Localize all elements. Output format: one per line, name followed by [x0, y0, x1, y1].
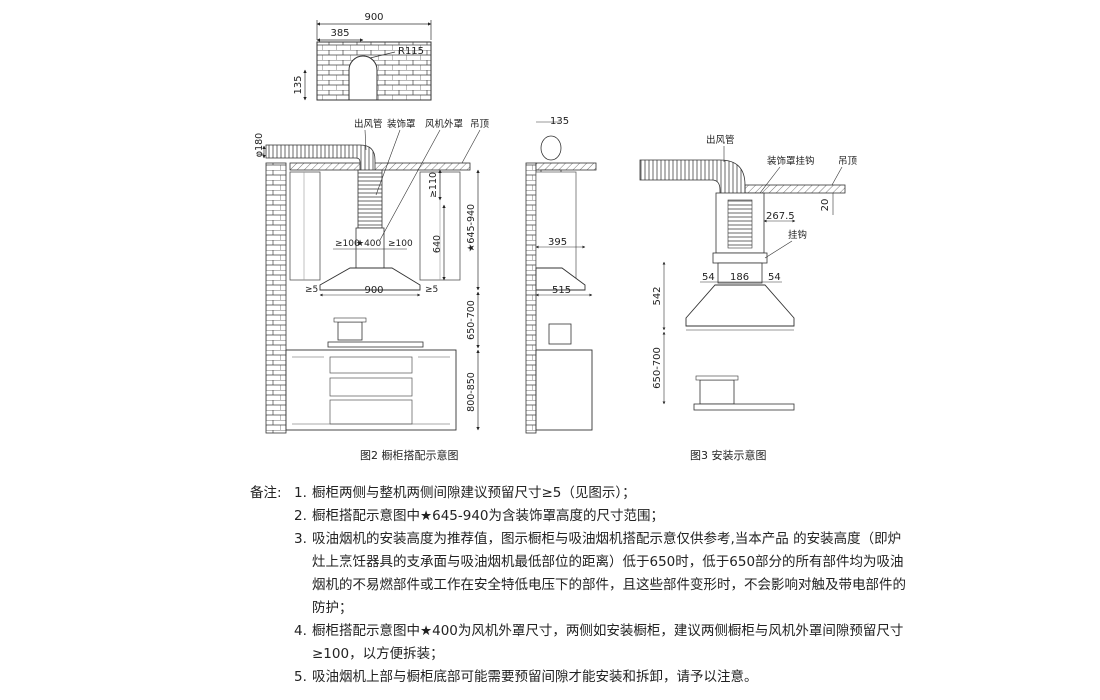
dim-ge110: ≥110 — [428, 172, 439, 198]
note-text: 橱柜两侧与整机两侧间隙建议预留尺寸≥5（见图示）； — [312, 485, 636, 501]
base-cabinet — [285, 349, 457, 431]
upper-cabinet-left — [289, 171, 321, 281]
side-brick-wall — [525, 162, 537, 434]
note-number: 4. — [294, 623, 307, 639]
fig3-label-outlet-pipe: 出风管 — [706, 134, 735, 146]
range-hood — [319, 267, 421, 291]
fan-cover — [355, 227, 385, 269]
note-text: 橱柜搭配示意图中★400为风机外罩尺寸，两侧如安装橱柜，建议两侧橱柜与风机外罩间… — [312, 623, 904, 662]
note-item: 2. 橱柜搭配示意图中★645-940为含装饰罩高度的尺寸范围； — [250, 505, 910, 528]
dim-star400: ★400 — [356, 239, 382, 249]
fig3-range-hood — [685, 284, 795, 327]
wall-cutout-figure: 900 385 R115 135 — [293, 12, 432, 101]
fig3-ceiling — [744, 184, 846, 194]
dim-ge5-right: ≥5 — [425, 285, 438, 295]
dim-395: 395 — [548, 237, 567, 248]
dim-542: 542 — [652, 286, 663, 305]
cabinet-front-view: 出风管 装饰罩 风机外罩 吊顶 φ180 ≥110 ★645-940 640 ≥… — [254, 118, 490, 462]
side-hood — [535, 267, 586, 291]
note-item: 5. 吸油烟机上部与橱柜底部可能需要预留间隙才能安装和拆卸，请予以注意。 — [250, 666, 910, 689]
note-number: 5. — [294, 669, 307, 685]
fig2-caption: 图2 橱柜搭配示意图 — [360, 448, 459, 462]
side-pipe-end — [540, 135, 562, 161]
note-number: 3. — [294, 531, 307, 547]
note-text: 橱柜搭配示意图中★645-940为含装饰罩高度的尺寸范围； — [312, 508, 665, 524]
label-ceiling: 吊顶 — [470, 119, 490, 130]
fig3-label-deco-hook: 装饰罩挂钩 — [767, 155, 815, 167]
label-outlet-pipe: 出风管 — [354, 118, 383, 130]
dim-385: 385 — [330, 28, 349, 39]
dim-515: 515 — [552, 285, 571, 296]
fig3-label-ceiling: 吊顶 — [838, 156, 858, 167]
note-text: 吸油烟机的安装高度为推荐值，图示橱柜与吸油烟机搭配示意仅供参考,当本产品 的安装… — [312, 531, 906, 616]
dim-650-700-right: 650-700 — [652, 347, 663, 389]
cooktop — [327, 341, 424, 348]
note-item: 3. 吸油烟机的安装高度为推荐值，图示橱柜与吸油烟机搭配示意仅供参考,当本产品 … — [250, 528, 910, 620]
side-ceiling — [535, 162, 597, 171]
dim-900-top: 900 — [364, 12, 383, 23]
side-upper-cabinet — [535, 171, 577, 281]
fig3-label-hook: 挂钩 — [788, 229, 807, 241]
notes-section: 备注: 1. 橱柜两侧与整机两侧间隙建议预留尺寸≥5（见图示）； 2. 橱柜搭配… — [250, 482, 910, 689]
dim-650-700-left: 650-700 — [466, 300, 477, 340]
ceiling-slab — [289, 162, 471, 171]
dim-20: 20 — [820, 199, 831, 212]
fig3-pot — [699, 379, 735, 405]
dim-ge100-right: ≥100 — [388, 239, 413, 249]
hood-chimney — [357, 169, 383, 229]
dim-phi180: φ180 — [254, 133, 265, 157]
note-number: 1. — [294, 485, 307, 501]
fig3-fan-cover — [712, 252, 768, 264]
cabinet-side-view: 135 395 515 — [525, 116, 597, 434]
dim-54-left: 54 — [702, 272, 715, 283]
dim-267-5: 267.5 — [766, 211, 795, 222]
note-item: 1. 橱柜两侧与整机两侧间隙建议预留尺寸≥5（见图示）； — [250, 482, 910, 505]
dim-186: 186 — [730, 272, 749, 283]
dim-800-850: 800-850 — [466, 372, 477, 412]
side-pot — [548, 323, 572, 345]
dim-900-hood: 900 — [364, 285, 383, 296]
duct-cutout — [348, 55, 378, 101]
label-fan-cover: 风机外罩 — [425, 118, 463, 130]
dim-135-side: 135 — [550, 116, 569, 127]
side-base-cabinet — [535, 349, 593, 431]
fig3-cooktop — [693, 403, 795, 411]
note-item: 4. 橱柜搭配示意图中★400为风机外罩尺寸，两侧如安装橱柜，建议两侧橱柜与风机… — [250, 620, 910, 666]
label-deco-cover: 装饰罩 — [387, 118, 416, 130]
fig3-caption: 图3 安装示意图 — [690, 448, 767, 462]
dim-r115: R115 — [398, 46, 424, 57]
note-text: 吸油烟机上部与橱柜底部可能需要预留间隙才能安装和拆卸，请予以注意。 — [312, 669, 758, 685]
installation-figure: 出风管 装饰罩挂钩 吊顶 挂钩 267.5 20 54 186 54 542 6… — [639, 134, 858, 462]
dim-ge100-left: ≥100 — [335, 239, 360, 249]
brick-wall — [265, 162, 287, 434]
note-number: 2. — [294, 508, 307, 524]
dim-135-left: 135 — [293, 75, 304, 94]
dim-ge5-left: ≥5 — [305, 285, 318, 295]
pot — [337, 321, 363, 341]
dim-star645-940: ★645-940 — [466, 204, 477, 252]
notes-prefix: 备注: — [250, 485, 282, 501]
dim-54-right: 54 — [768, 272, 781, 283]
dim-640: 640 — [432, 235, 443, 253]
installation-diagram: 900 385 R115 135 — [254, 12, 858, 462]
